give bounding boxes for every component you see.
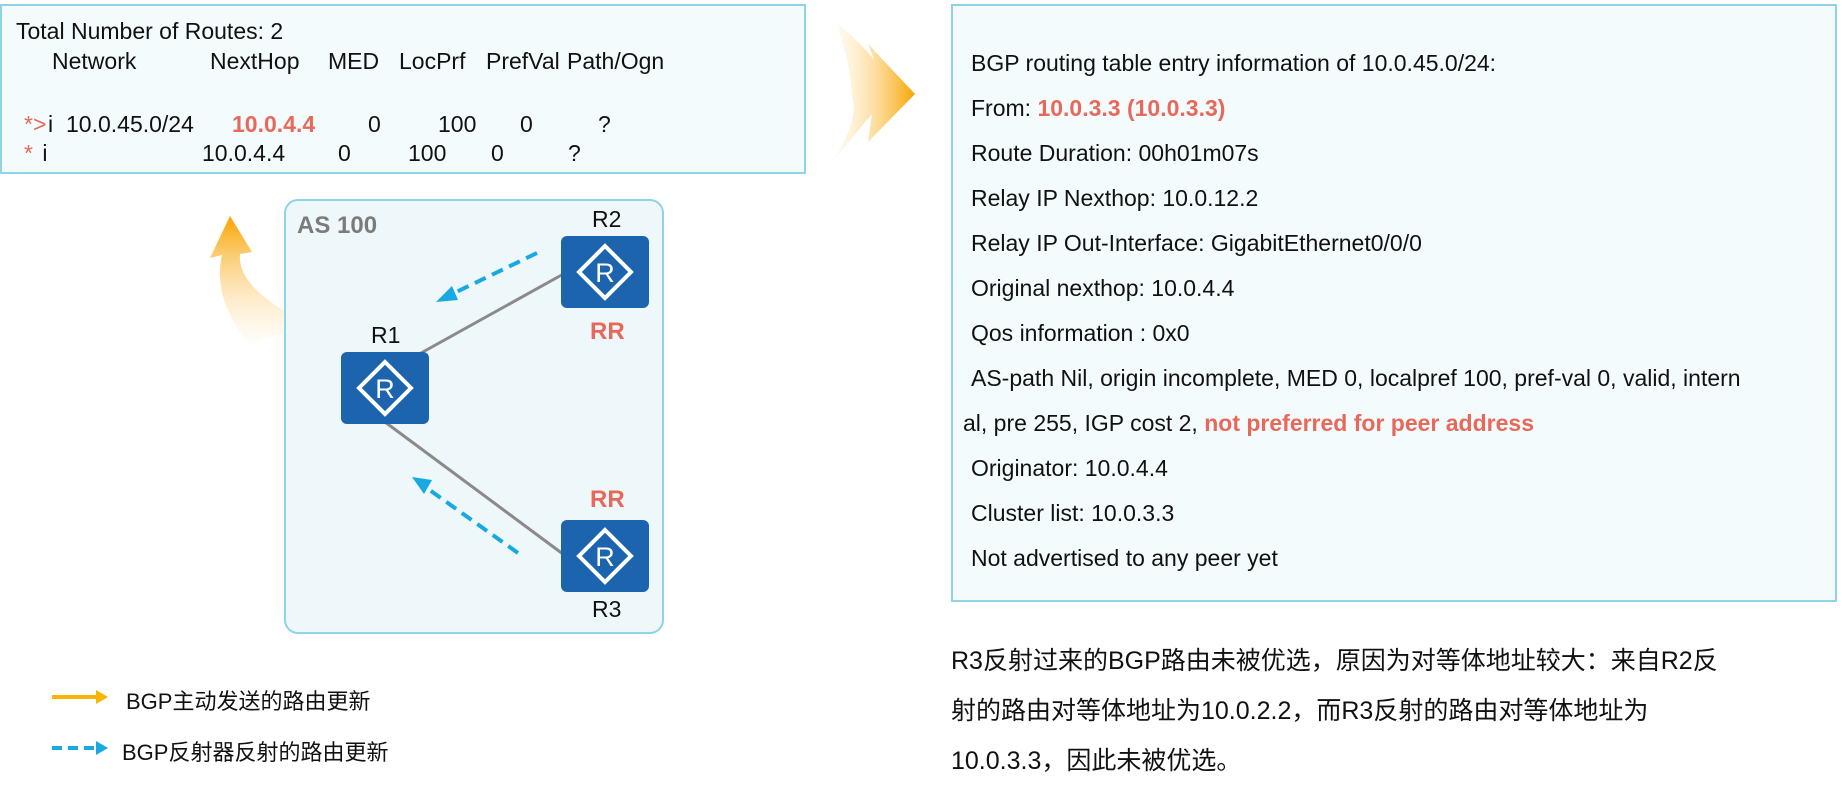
router-r3-label: R3 [592,596,622,622]
route-path: ? [598,111,611,137]
routing-table-panel: Total Number of Routes: 2 Network NextHo… [0,4,806,174]
route-entry-panel: BGP routing table entry information of 1… [951,4,1837,602]
reflect-arrow-r3 [422,484,520,555]
route-type: i [48,111,54,137]
route-locprf: 100 [408,140,447,166]
rr-label-r2: RR [590,318,625,345]
col-nexthop: NextHop [210,48,300,74]
router-r2-icon: R [561,236,649,308]
reflect-arrowhead-r3 [412,477,432,494]
entry-original-nexthop: Original nexthop: 10.0.4.4 [971,275,1235,301]
table-header: Network NextHop MED LocPrf PrefVal Path/… [2,46,802,76]
entry-relay-nexthop: Relay IP Nexthop: 10.0.12.2 [971,185,1259,211]
col-network: Network [52,48,137,74]
route-nexthop: 10.0.4.4 [232,111,316,137]
table-row: * i 10.0.4.4 0 100 0 ? [2,138,802,168]
link-r1-r3 [384,420,568,559]
entry-from-value: 10.0.3.3 (10.0.3.3) [1037,95,1226,121]
route-flag: *> [24,111,47,137]
router-r1-icon: R [341,352,429,424]
svg-text:R: R [375,374,395,404]
entry-from: From: 10.0.3.3 (10.0.3.3) [971,95,1225,122]
entry-duration: Route Duration: 00h01m07s [971,140,1259,166]
route-prefval: 0 [491,140,504,166]
router-r1-label: R1 [371,322,401,348]
entry-originator: Originator: 10.0.4.4 [971,455,1168,481]
router-r3-icon: R [561,520,649,592]
route-locprf: 100 [438,111,477,137]
note-line: 射的路由对等体地址为10.0.2.2，而R3反射的路由对等体地址为 [951,697,1649,725]
entry-title: BGP routing table entry information of 1… [971,50,1497,76]
entry-qos: Qos information : 0x0 [971,320,1190,346]
as-label: AS 100 [297,212,378,239]
entry-cluster-list: Cluster list: 10.0.3.3 [971,500,1175,526]
route-prefval: 0 [520,111,533,137]
legend-send-arrowhead [96,690,108,704]
entry-igp-cost: al, pre 255, IGP cost 2, [963,410,1205,436]
route-network: 10.0.45.0/24 [66,111,194,137]
entry-from-label: From: [971,95,1038,121]
right-send-arrow [830,22,915,165]
reflect-arrowhead-r2 [436,286,458,302]
total-routes: Total Number of Routes: 2 [16,18,284,44]
note-line: 10.0.3.3，因此未被优选。 [951,747,1242,775]
table-row: *> i 10.0.45.0/24 10.0.4.4 0 100 0 ? [2,109,802,139]
legend-reflect-arrowhead [96,741,108,755]
route-med: 0 [368,111,381,137]
entry-attributes-cont: al, pre 255, IGP cost 2, not preferred f… [963,410,1534,437]
col-med: MED [328,48,380,74]
explanation-note: R3反射过来的BGP路由未被优选，原因为对等体地址较大：来自R2反 射的路由对等… [951,636,1831,786]
entry-relay-interface: Relay IP Out-Interface: GigabitEthernet0… [971,230,1422,256]
col-prefval: PrefVal [486,48,560,74]
entry-attributes: AS-path Nil, origin incomplete, MED 0, l… [971,365,1741,391]
rr-label-r3: RR [590,486,625,513]
reflect-arrow-r2 [447,251,538,298]
route-med: 0 [338,140,351,166]
entry-advertised: Not advertised to any peer yet [971,545,1278,571]
route-path: ? [568,140,581,166]
route-nexthop: 10.0.4.4 [202,140,286,166]
svg-text:R: R [595,258,615,288]
svg-text:R: R [595,542,615,572]
router-r2-label: R2 [592,206,622,232]
col-locprf: LocPrf [399,48,466,74]
col-path: Path/Ogn [567,48,665,74]
legend-reflect-label: BGP反射器反射的路由更新 [122,740,389,765]
up-send-arrow [210,216,322,345]
route-flag: * [24,140,33,166]
legend-send-label: BGP主动发送的路由更新 [126,689,371,714]
note-line: R3反射过来的BGP路由未被优选，原因为对等体地址较大：来自R2反 [951,647,1718,675]
route-type: i [36,140,48,166]
entry-not-preferred: not preferred for peer address [1204,410,1534,436]
